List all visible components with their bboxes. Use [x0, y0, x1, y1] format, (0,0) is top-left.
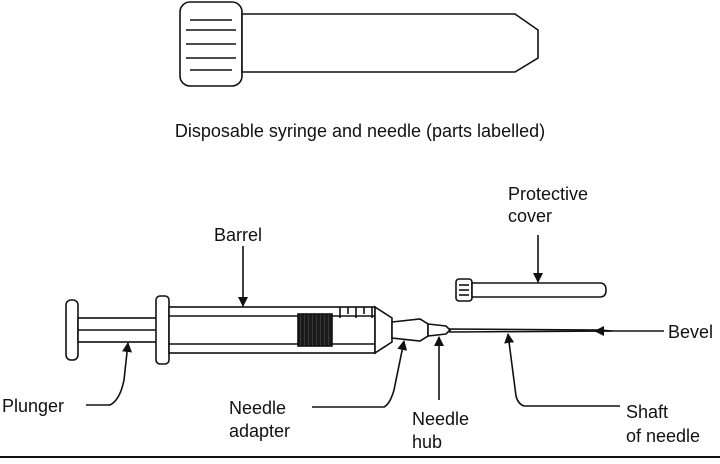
label-shaft-line1: Shaft: [626, 402, 668, 422]
label-barrel: Barrel: [214, 225, 262, 245]
small-cover-tube: [471, 282, 607, 298]
leader-lines: [86, 235, 664, 408]
label-plunger: Plunger: [2, 396, 64, 416]
barrel-flange: [155, 295, 170, 365]
label-shaft-line2: of needle: [626, 426, 700, 446]
plunger-thumb-rest: [65, 299, 79, 361]
label-bevel: Bevel: [668, 322, 713, 342]
figure-caption: Disposable syringe and needle (parts lab…: [175, 121, 545, 141]
label-needle-hub-line2: hub: [412, 432, 442, 452]
barrel-tip: [374, 305, 393, 355]
needle-shaft: [449, 328, 613, 333]
graduation-marks: [339, 307, 373, 318]
label-needle-hub-line1: Needle: [412, 409, 469, 429]
barrel: [168, 306, 376, 354]
needle-adapter: [391, 318, 429, 342]
small-protective-cover: [455, 278, 607, 302]
label-protective-cover-line2: cover: [508, 206, 552, 226]
label-protective-cover-line1: Protective: [508, 184, 588, 204]
label-needle-adapter-line1: Needle: [229, 398, 286, 418]
plunger-seal: [297, 313, 333, 347]
needle-hub: [427, 323, 452, 337]
syringe: [65, 295, 613, 365]
large-protective-cover: [179, 1, 539, 87]
label-needle-adapter-line2: adapter: [229, 421, 290, 441]
cover-tube: [241, 13, 539, 73]
